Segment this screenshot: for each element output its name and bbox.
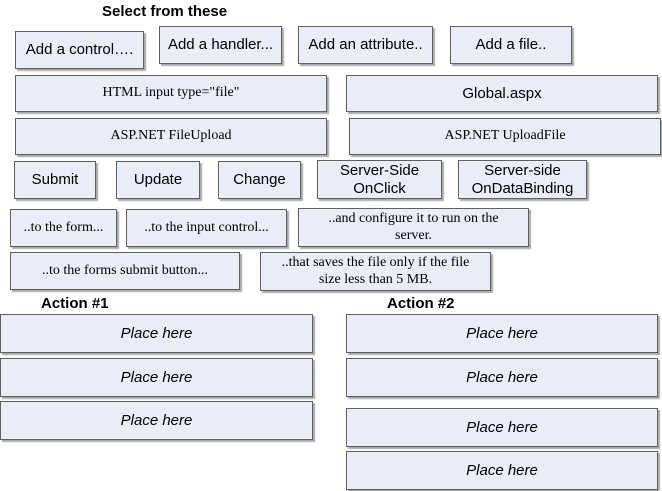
option-update[interactable]: Update xyxy=(116,161,200,199)
action1-heading: Action #1 xyxy=(41,295,109,312)
option-server-side-ondatabinding[interactable]: Server-side OnDataBinding xyxy=(458,160,587,199)
action1-slot[interactable]: Place here xyxy=(0,314,313,353)
option-add-attribute[interactable]: Add an attribute.. xyxy=(298,26,433,64)
option-server-side-onclick[interactable]: Server-Side OnClick xyxy=(317,160,442,199)
option-saves-file-less-5mb[interactable]: ..that saves the file only if the file s… xyxy=(260,252,491,291)
action2-slot[interactable]: Place here xyxy=(346,358,658,397)
option-aspnet-fileupload[interactable]: ASP.NET FileUpload xyxy=(15,118,327,155)
action1-slot[interactable]: Place here xyxy=(0,401,313,440)
option-submit[interactable]: Submit xyxy=(14,161,96,199)
action2-slot[interactable]: Place here xyxy=(346,408,658,447)
option-global-aspx[interactable]: Global.aspx xyxy=(346,75,658,112)
option-to-the-input-control[interactable]: ..to the input control... xyxy=(126,209,287,247)
action2-slot[interactable]: Place here xyxy=(346,314,658,353)
option-configure-run-on-server[interactable]: ..and configure it to run on the server. xyxy=(298,208,529,247)
option-add-file[interactable]: Add a file.. xyxy=(450,26,572,64)
option-html-input-file[interactable]: HTML input type="file" xyxy=(15,75,327,112)
option-add-handler[interactable]: Add a handler... xyxy=(159,26,282,64)
action2-slot[interactable]: Place here xyxy=(346,451,658,490)
option-add-control[interactable]: Add a control…. xyxy=(15,31,144,69)
option-to-the-form[interactable]: ..to the form... xyxy=(10,209,117,247)
action2-heading: Action #2 xyxy=(387,295,455,312)
option-aspnet-uploadfile[interactable]: ASP.NET UploadFile xyxy=(349,118,661,155)
action1-slot[interactable]: Place here xyxy=(0,358,313,397)
select-heading: Select from these xyxy=(102,3,228,20)
option-change[interactable]: Change xyxy=(218,161,301,199)
option-to-forms-submit-button[interactable]: ..to the forms submit button... xyxy=(10,252,240,290)
